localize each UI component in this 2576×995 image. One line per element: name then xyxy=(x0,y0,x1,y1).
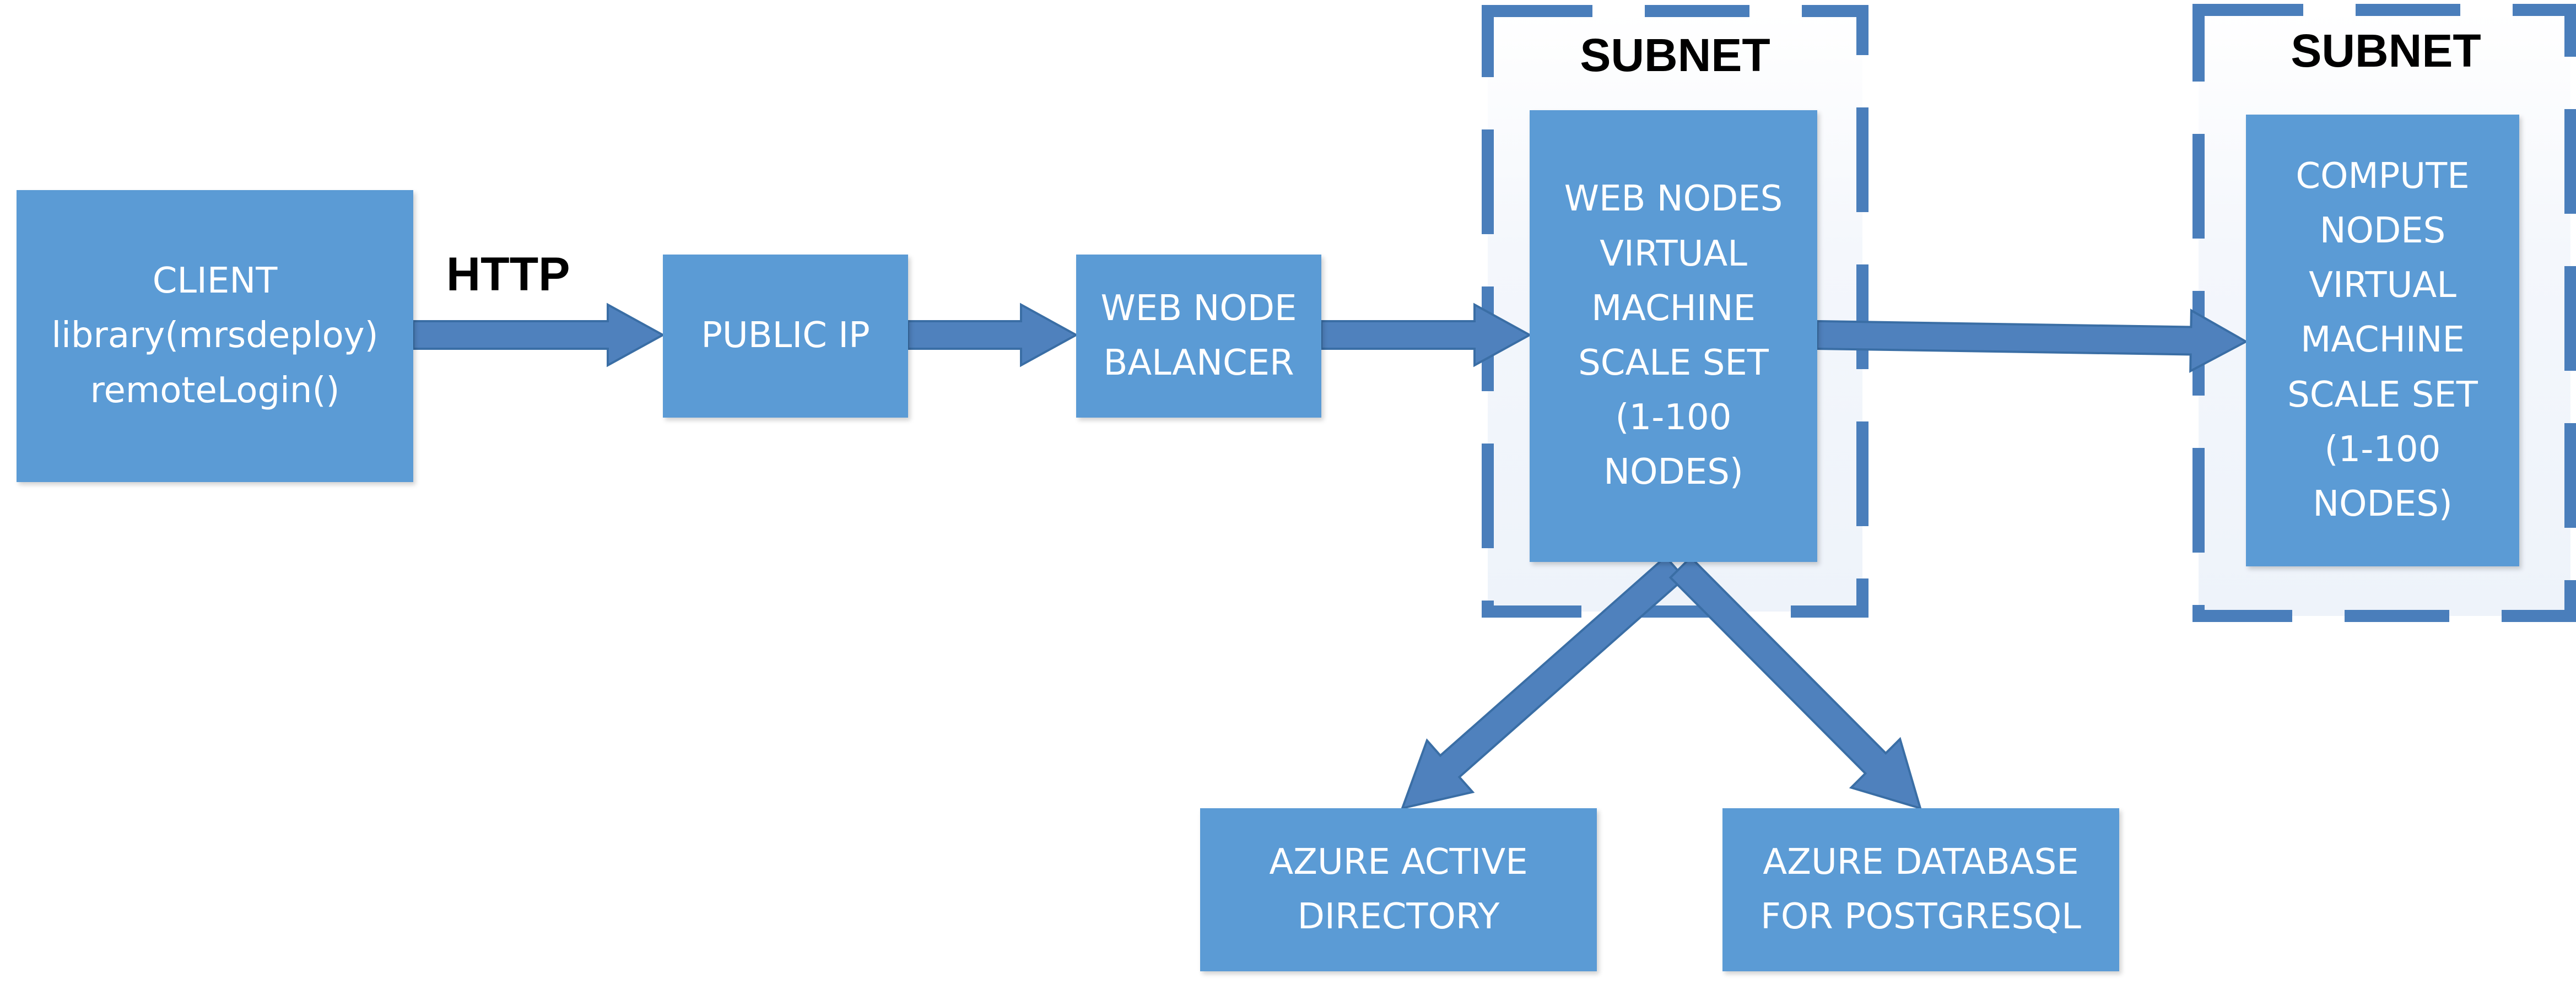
public-ip-node: PUBLIC IP xyxy=(663,255,908,418)
azure-database-node: AZURE DATABASE FOR POSTGRESQL xyxy=(1722,808,2119,971)
web-nodes-line-6: NODES) xyxy=(1603,452,1743,493)
web-nodes-line-4: SCALE SET xyxy=(1578,343,1769,383)
arrow-balancer-to-web-nodes xyxy=(1320,302,1532,367)
web-nodes-line-2: VIRTUAL xyxy=(1600,233,1747,274)
arrow-public-ip-to-balancer xyxy=(907,302,1079,367)
client-line-2: library(mrsdeploy) xyxy=(51,315,379,356)
azure-ad-line-2: DIRECTORY xyxy=(1297,896,1500,937)
web-nodes-line-3: MACHINE xyxy=(1591,288,1756,329)
compute-line-2: NODES xyxy=(2319,210,2446,252)
client-line-3: remoteLogin() xyxy=(90,370,340,411)
arrow-web-nodes-to-azure-db xyxy=(1668,555,1922,810)
compute-line-5: SCALE SET xyxy=(2287,374,2478,415)
balancer-line-2: BALANCER xyxy=(1103,343,1294,383)
http-edge-label: HTTP xyxy=(446,248,570,301)
azure-active-directory-node: AZURE ACTIVE DIRECTORY xyxy=(1200,808,1597,971)
compute-subnet-label: SUBNET xyxy=(2291,25,2481,77)
compute-line-4: MACHINE xyxy=(2300,320,2465,361)
public-ip-label: PUBLIC IP xyxy=(701,315,870,356)
client-node: CLIENT library(mrsdeploy) remoteLogin() xyxy=(17,190,413,482)
azure-ad-line-1: AZURE ACTIVE xyxy=(1269,841,1528,883)
compute-nodes-scale-set: COMPUTE NODES VIRTUAL MACHINE SCALE SET … xyxy=(2246,115,2519,566)
compute-line-6: (1-100 xyxy=(2324,429,2441,470)
arrows xyxy=(412,302,2249,810)
compute-subnet-border xyxy=(2192,4,2576,622)
compute-line-3: VIRTUAL xyxy=(2309,265,2456,306)
web-node-balancer: WEB NODE BALANCER xyxy=(1076,255,1321,418)
client-line-1: CLIENT xyxy=(152,261,278,302)
web-nodes-line-1: WEB NODES xyxy=(1564,179,1783,220)
azure-db-line-2: FOR POSTGRESQL xyxy=(1760,896,2081,937)
arrow-web-nodes-to-compute xyxy=(1816,309,2249,373)
balancer-line-1: WEB NODE xyxy=(1100,288,1297,329)
compute-line-7: NODES) xyxy=(2313,483,2453,524)
web-subnet-label: SUBNET xyxy=(1580,29,1770,81)
web-nodes-scale-set: WEB NODES VIRTUAL MACHINE SCALE SET (1-1… xyxy=(1530,110,1817,562)
azure-db-line-1: AZURE DATABASE xyxy=(1763,841,2079,883)
arrow-web-nodes-to-azure-ad xyxy=(1400,555,1687,810)
web-nodes-line-5: (1-100 xyxy=(1615,397,1732,439)
compute-line-1: COMPUTE xyxy=(2296,155,2470,197)
arrow-client-to-public-ip xyxy=(412,302,666,367)
